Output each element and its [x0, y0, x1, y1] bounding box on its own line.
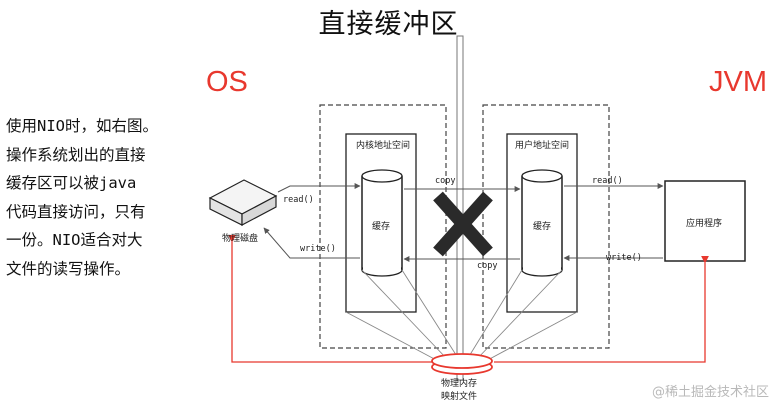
- description-note: 使用NIO时，如右图。 操作系统划出的直接 缓存区可以被java 代码直接访问，…: [6, 112, 184, 283]
- copy-top-label: copy: [435, 176, 456, 186]
- mmap-label-line2: 映射文件: [441, 392, 478, 402]
- disk-label: 物理磁盘: [222, 234, 259, 244]
- kernel-cache-cylinder: [361, 169, 403, 277]
- mmap-label-line1: 物理内存: [441, 379, 478, 389]
- note-line: 一份。NIO适合对大: [6, 231, 143, 249]
- page-title: 直接缓冲区: [318, 9, 459, 40]
- note-line: 代码直接访问，只有: [6, 202, 146, 221]
- jvm-label: JVM: [709, 66, 767, 98]
- note-line: 使用NIO时，如右图。: [6, 117, 158, 135]
- note-line: 文件的读写操作。: [6, 259, 131, 278]
- write-left-arrow: [263, 227, 360, 259]
- application-box: [664, 180, 746, 262]
- kernel-space-label: 内核地址空间: [356, 141, 411, 151]
- user-space-label: 用户地址空间: [515, 141, 570, 151]
- app-to-mmap-line: [494, 255, 709, 363]
- write-left-label: write(): [300, 244, 336, 254]
- os-label: OS: [206, 66, 248, 98]
- mmap-ellipse: [431, 353, 493, 375]
- note-line: 操作系统划出的直接: [6, 145, 146, 164]
- center-divider: [456, 35, 464, 381]
- note-line: 缓存区可以被java: [6, 174, 137, 192]
- read-right-label: read(): [592, 176, 623, 186]
- cross-icon: [433, 191, 493, 257]
- kernel-cache-label: 缓存: [372, 222, 391, 232]
- disk-icon: [208, 179, 278, 226]
- user-cache-label: 缓存: [533, 222, 552, 232]
- application-label: 应用程序: [686, 219, 723, 229]
- jvm-region: [482, 104, 610, 349]
- write-right-label: write(): [606, 253, 642, 263]
- mapping-lines: [345, 269, 578, 363]
- watermark: @稀土掘金技术社区: [651, 385, 769, 400]
- os-region: [319, 104, 447, 349]
- copy-bottom-label: copy: [477, 261, 498, 271]
- read-left-arrow: [277, 183, 361, 193]
- disk-to-mmap-line: [228, 234, 432, 363]
- read-left-label: read(): [283, 195, 314, 205]
- user-cache-cylinder: [521, 169, 563, 277]
